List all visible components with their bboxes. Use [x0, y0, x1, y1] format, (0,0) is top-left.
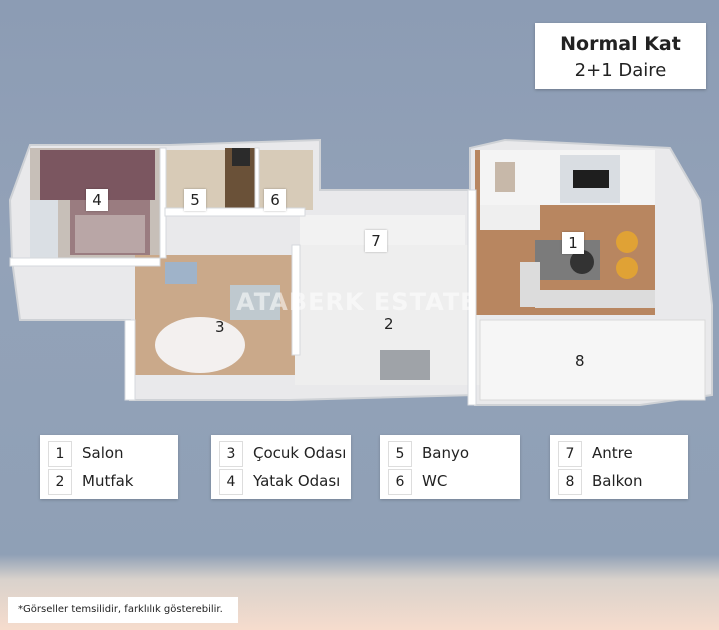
legend-number: 4 [219, 469, 243, 495]
legend-number: 6 [388, 469, 412, 495]
room-marker-1: 1 [562, 232, 584, 254]
room-marker-2: 2 [384, 315, 394, 333]
legend-box-2: 3 Çocuk Odası 4 Yatak Odası [211, 435, 351, 499]
legend-label: Mutfak [82, 472, 134, 490]
room-marker-7: 7 [365, 230, 387, 252]
legend-box-1: 1 Salon 2 Mutfak [40, 435, 178, 499]
room-marker-8: 8 [575, 352, 585, 370]
room-marker-5: 5 [184, 189, 206, 211]
floor-title: Normal Kat [560, 33, 681, 55]
disclaimer-note: *Görseller temsilidir, farklılık göstere… [8, 597, 238, 623]
legend-number: 1 [48, 441, 72, 467]
title-box: Normal Kat 2+1 Daire [535, 23, 706, 89]
legend-number: 5 [388, 441, 412, 467]
room-marker-3: 3 [215, 318, 225, 336]
legend-label: Çocuk Odası [253, 444, 347, 462]
legend-number: 2 [48, 469, 72, 495]
legend-label: Salon [82, 444, 124, 462]
legend-number: 7 [558, 441, 582, 467]
legend-label: Antre [592, 444, 633, 462]
room-marker-4: 4 [86, 189, 108, 211]
room-marker-6: 6 [264, 189, 286, 211]
legend-label: WC [422, 472, 448, 490]
legend-label: Banyo [422, 444, 470, 462]
legend-box-3: 5 Banyo 6 WC [380, 435, 520, 499]
legend-label: Yatak Odası [253, 472, 341, 490]
legend-box-4: 7 Antre 8 Balkon [550, 435, 688, 499]
watermark-text: ATABERK ESTATE [236, 288, 478, 316]
legend-label: Balkon [592, 472, 643, 490]
legend-number: 8 [558, 469, 582, 495]
unit-type: 2+1 Daire [574, 60, 667, 81]
legend-number: 3 [219, 441, 243, 467]
